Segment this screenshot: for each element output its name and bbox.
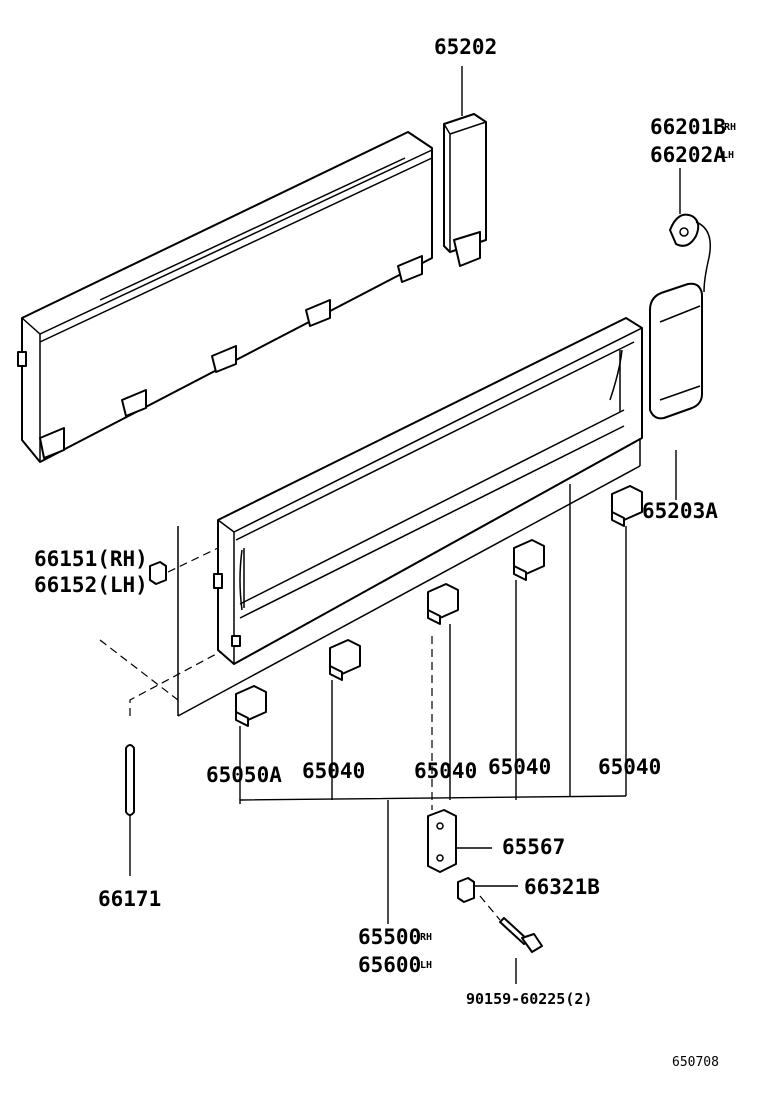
end-cap-65202 [443,66,487,267]
label-66202a: 66202A [650,143,726,167]
label-65567: 65567 [502,835,565,859]
label-65500-side: RH [420,932,432,943]
hinge-66201b [669,168,711,293]
upper-panel [17,131,433,463]
label-65040-3: 65040 [488,755,551,779]
label-65600-side: LH [420,960,432,971]
label-65600: 65600 [358,953,421,977]
hinge-block-65040-3 [513,539,545,581]
label-90159: 90159-60225(2) [466,990,592,1008]
label-66201b-side: RH [724,122,736,133]
bracket-65567 [427,809,492,873]
label-66201b: 66201B [650,115,726,139]
hinge-block-65040-4 [611,485,643,527]
end-cap-65203a [649,282,703,500]
label-65040-4: 65040 [598,755,661,779]
upper-panel-hooks [39,255,423,459]
hinge-block-65040-2 [427,583,459,625]
label-65500: 65500 [358,925,421,949]
hinge-block-65040-1 [329,639,361,681]
label-66151: 66151(RH) [34,547,148,571]
hinge-leader-lines [239,484,627,924]
assembly-lines [99,547,501,921]
label-65040-2: 65040 [414,759,477,783]
hinge-block-65050a [235,685,267,727]
strip-66171 [125,744,135,876]
nut-66321b [457,877,518,903]
hinge-blocks [235,485,643,727]
label-65203a: 65203A [642,499,718,523]
label-65202: 65202 [434,35,497,59]
label-66152: 66152(LH) [34,573,148,597]
label-66171: 66171 [98,887,161,911]
clip-66151 [149,561,167,585]
label-65050a: 65050A [206,763,282,787]
label-66321b: 66321B [524,875,600,899]
bolt-90159 [499,917,543,984]
label-66202a-side: LH [722,150,734,161]
part-labels: 65202 66201B RH 66202A LH 65203A 66151(R… [34,35,736,1070]
diagram-id: 650708 [672,1055,719,1070]
lower-tailgate [177,317,643,717]
label-65040-1: 65040 [302,759,365,783]
